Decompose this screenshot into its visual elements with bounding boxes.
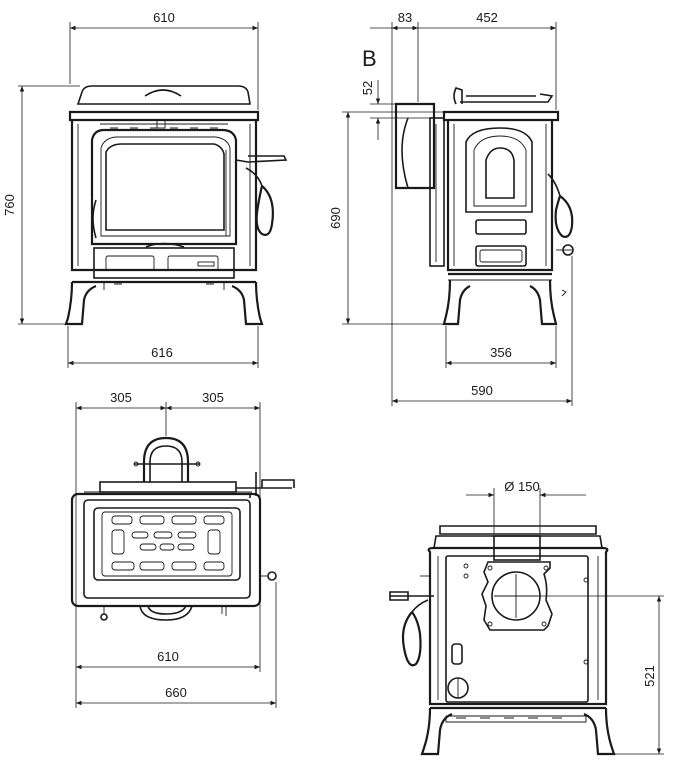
rear-view: [389, 525, 616, 756]
top-half-left: 305: [110, 390, 132, 405]
side-dimensions: B 83 452 52 690 356 590: [328, 10, 573, 406]
front-height: 760: [2, 194, 17, 216]
top-width-total: 660: [165, 685, 187, 700]
view-label-b: B: [362, 46, 377, 71]
rear-dimensions: Ø 150 521: [466, 479, 664, 755]
side-depth-legs: 356: [490, 345, 512, 360]
front-width-bottom: 616: [151, 345, 173, 360]
side-offset-top: 83: [398, 10, 412, 25]
top-dimensions: 305 305 610 660: [75, 390, 277, 708]
side-offset-vertical: 52: [360, 81, 375, 95]
top-view: [70, 436, 295, 621]
top-width-body: 610: [157, 649, 179, 664]
rear-diameter: Ø 150: [504, 479, 539, 494]
front-view: [64, 85, 288, 326]
side-height: 690: [328, 207, 343, 229]
side-depth-total: 590: [471, 383, 493, 398]
side-depth-top: 452: [476, 10, 498, 25]
side-view: [394, 87, 574, 326]
front-width-top: 610: [153, 10, 175, 25]
top-half-right: 305: [202, 390, 224, 405]
front-dimensions: 610 760 616: [2, 10, 259, 368]
rear-outlet-height: 521: [642, 665, 657, 687]
